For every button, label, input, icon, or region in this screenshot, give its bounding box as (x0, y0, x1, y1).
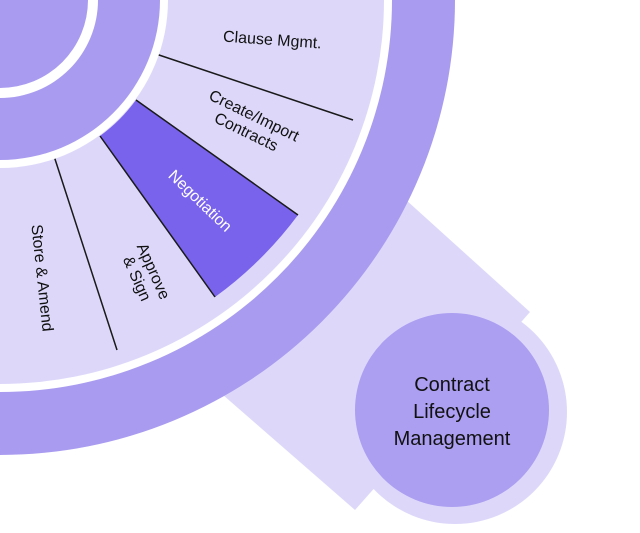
svg-text:Clause Mgmt.: Clause Mgmt. (222, 29, 322, 53)
divider-line (155, 53, 354, 121)
segment-label-clause-mgmt: Clause Mgmt. (222, 29, 322, 53)
segment-dividers (53, 53, 354, 351)
center-label-line-2: Lifecycle (413, 401, 491, 423)
center-label-line-3: Management (394, 428, 511, 450)
divider-line (53, 155, 118, 351)
inner-hub (0, 0, 88, 88)
center-label-line-1: Contract (414, 374, 490, 396)
divider-line (99, 135, 216, 298)
lifecycle-wheel (0, 0, 455, 455)
center-badge (355, 313, 549, 507)
divider-line (135, 99, 299, 216)
segment-negotiation-fill (100, 100, 298, 297)
